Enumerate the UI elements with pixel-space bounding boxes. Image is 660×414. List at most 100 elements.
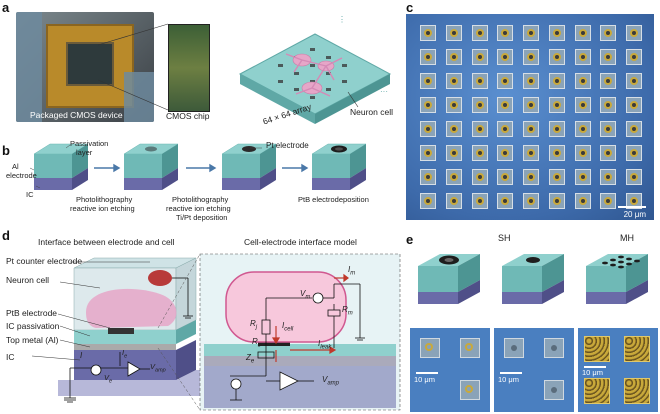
electrode-ring <box>424 101 432 109</box>
scale-bar-c <box>618 206 646 208</box>
electrode-pad <box>548 121 565 137</box>
electrode-pad <box>420 121 436 137</box>
label-ve-left: Ve <box>104 373 113 385</box>
svg-text:⋮: ⋮ <box>338 15 346 24</box>
label-ze: Ze <box>246 353 255 365</box>
pad <box>420 338 440 358</box>
electrode-pad <box>600 25 617 41</box>
pt-electrode-label: Pt electrode <box>266 141 309 150</box>
electrode-ring <box>475 197 484 205</box>
electrode-ring <box>475 101 484 109</box>
electrode-ring <box>578 77 587 85</box>
pad <box>504 338 524 358</box>
geom-block-1 <box>418 254 480 304</box>
scale-label-e2: 10 μm <box>498 375 519 384</box>
panel-letter-a: a <box>2 0 10 15</box>
electrode-pad <box>471 121 488 137</box>
label-vamp-left: Vamp <box>150 362 166 374</box>
electrode-ring <box>501 125 510 133</box>
pad <box>460 338 480 358</box>
electrode-ring <box>604 53 613 61</box>
electrode-pad <box>497 73 514 89</box>
electrode-ring <box>424 53 432 61</box>
electrode-ring <box>552 197 561 205</box>
electrode-ring <box>475 149 484 157</box>
scale-label-c: 20 μm <box>623 209 646 219</box>
electrode-pad <box>600 169 617 185</box>
cell-model <box>204 271 396 408</box>
micrograph-mh: 10 μm <box>578 328 658 412</box>
electrode-ring <box>527 77 536 85</box>
packaged-device-label: Packaged CMOS device <box>30 110 123 120</box>
electrode-ring <box>424 125 432 133</box>
electrode-ring <box>424 197 432 205</box>
label-ic-passivation: IC passivation <box>6 321 60 331</box>
electrode-pad <box>445 97 462 113</box>
label-ic: IC <box>6 352 15 362</box>
step-block-4 <box>311 143 367 190</box>
ic-label-b: IC <box>26 190 34 199</box>
electrode-pad <box>420 169 436 185</box>
electrode-pad <box>445 25 462 41</box>
electrode-pad <box>420 49 436 65</box>
electrode-pad <box>420 97 436 113</box>
electrode-pad <box>471 97 488 113</box>
interface-diagram <box>31 253 401 411</box>
electrode-pad <box>548 49 565 65</box>
electrode-ring <box>527 53 536 61</box>
electrode-pad <box>471 169 488 185</box>
step-arrows <box>94 163 309 173</box>
electrode-pad <box>626 121 643 137</box>
panel-d-left-title: Interface between electrode and cell <box>38 237 175 247</box>
electrode-ring <box>449 101 458 109</box>
electrode-pad <box>548 193 565 209</box>
electrode-pad <box>420 25 436 41</box>
electrode-ring <box>527 149 536 157</box>
electrode-pad <box>471 145 488 161</box>
electrode-ring <box>578 197 587 205</box>
electrode-ring <box>604 29 613 37</box>
pad <box>584 336 610 362</box>
step1-line2: reactive ion etching <box>70 204 135 213</box>
label-vm: Vm <box>300 289 311 301</box>
electrode-pad <box>445 73 462 89</box>
electrode-pad <box>523 49 540 65</box>
electrode-ring <box>501 149 510 157</box>
step2-line2: reactive ion etching <box>166 204 231 213</box>
electrode-ring <box>578 173 587 181</box>
electrode-pad <box>626 97 643 113</box>
electrode-ring <box>578 29 587 37</box>
electrode-pad <box>497 25 514 41</box>
scale-bar <box>500 372 522 374</box>
electrode-pad <box>471 25 488 41</box>
electrode-ring <box>552 53 561 61</box>
sh-label: SH <box>498 233 511 243</box>
electrode-pad <box>574 121 591 137</box>
electrode-ring <box>501 173 510 181</box>
step-block-3 <box>221 143 277 190</box>
electrode-ring <box>449 197 458 205</box>
electrode-pad <box>497 193 514 209</box>
electrode-pad <box>626 169 643 185</box>
electrode-pad <box>471 49 488 65</box>
electrode-pad <box>523 73 540 89</box>
electrode-ring <box>449 173 458 181</box>
electrode-pad <box>523 25 540 41</box>
label-im: Im <box>348 265 356 277</box>
electrode-ring <box>630 197 639 205</box>
electrode-pad <box>523 169 540 185</box>
panel-letter-e: e <box>406 232 414 247</box>
glove-hand-right <box>124 72 154 122</box>
electrode-pad <box>523 121 540 137</box>
electrode-pad <box>420 145 436 161</box>
electrode-pad <box>471 193 488 209</box>
electrode-pad <box>497 97 514 113</box>
pad <box>584 378 610 404</box>
electrode-ring <box>475 173 484 181</box>
electrode-ring <box>604 173 613 181</box>
scale-label-e1: 10 μm <box>414 375 435 384</box>
pad <box>624 336 650 362</box>
electrode-ring <box>604 101 613 109</box>
electrode-pad <box>548 145 565 161</box>
electrode-pad <box>523 193 540 209</box>
